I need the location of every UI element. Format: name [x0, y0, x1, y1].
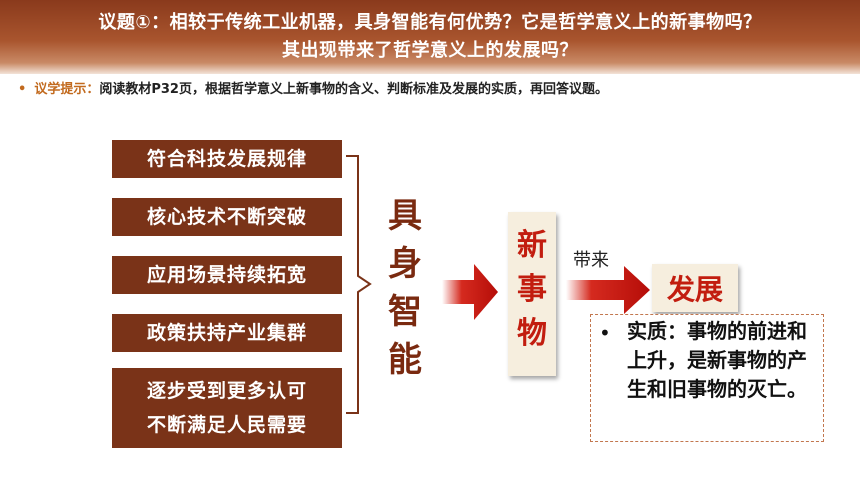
reason-box-5: 逐步受到更多认可 不断满足人民需要	[112, 368, 342, 448]
reason-box-5-line1: 逐步受到更多认可	[146, 380, 307, 402]
subject-char: 具	[388, 196, 422, 236]
header-title-line2: 其出现带来了哲学意义上的发展吗？	[282, 40, 578, 61]
subject-char: 身	[388, 244, 422, 284]
hint-label: 议学提示：	[34, 82, 100, 97]
subject-vertical-title: 具 身 智 能	[382, 192, 428, 384]
essence-bullet-icon: •	[599, 321, 611, 345]
arrow-right-icon	[566, 266, 650, 314]
reason-box-5-line2: 不断满足人民需要	[146, 414, 307, 436]
header-title-line1: 议题①：相较于传统工业机器，具身智能有何优势？它是哲学意义上的新事物吗？	[98, 12, 762, 33]
development-card: 发展	[652, 264, 738, 312]
study-hint: • 议学提示：阅读教材P32页，根据哲学意义上新事物的含义、判断标准及发展的实质，…	[18, 78, 608, 97]
new-thing-char: 事	[517, 272, 547, 307]
essence-note: • 实质：事物的前进和上升，是新事物的产生和旧事物的灭亡。	[590, 314, 824, 442]
header-banner: 议题①：相较于传统工业机器，具身智能有何优势？它是哲学意义上的新事物吗？ 其出现…	[0, 0, 860, 74]
hint-text: 阅读教材P32页，根据哲学意义上新事物的含义、判断标准及发展的实质，再回答议题。	[99, 82, 608, 97]
subject-char: 能	[388, 340, 422, 380]
arrow-right-icon	[442, 264, 498, 320]
reason-box-3: 应用场景持续拓宽	[112, 256, 342, 294]
reason-box-2: 核心技术不断突破	[112, 198, 342, 236]
reason-box-1: 符合科技发展规律	[112, 140, 342, 178]
essence-text: 实质：事物的前进和上升，是新事物的产生和旧事物的灭亡。	[627, 319, 807, 401]
brings-label: 带来	[573, 250, 609, 271]
new-thing-char: 物	[517, 316, 547, 351]
reason-box-4: 政策扶持产业集群	[112, 314, 342, 352]
subject-char: 智	[388, 292, 422, 332]
grouping-brace-icon	[346, 155, 372, 414]
new-thing-char: 新	[517, 228, 547, 263]
hint-bullet-icon: •	[18, 82, 27, 97]
new-thing-card: 新 事 物	[508, 212, 556, 376]
